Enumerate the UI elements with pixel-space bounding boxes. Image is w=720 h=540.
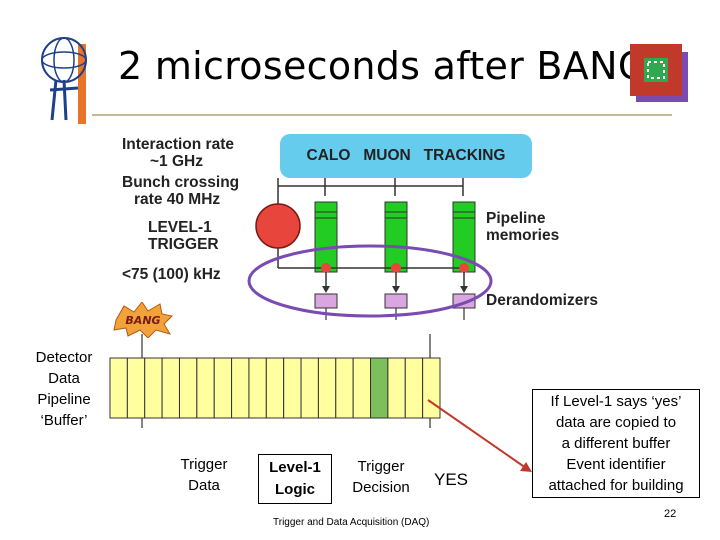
trigger-decision-label: Trigger Decision bbox=[352, 458, 410, 496]
buffer-cell bbox=[387, 357, 406, 419]
trigger-pipeline-diagram bbox=[255, 178, 476, 320]
buffer-cell bbox=[300, 357, 319, 419]
highlight-ellipse bbox=[247, 244, 493, 318]
buffer-cell bbox=[126, 357, 146, 419]
derandomizers-label: Derandomizers bbox=[486, 292, 598, 309]
level1-note-box: If Level-1 says ‘yes’ data are copied to… bbox=[532, 389, 700, 498]
bunch-crossing-label: Bunch crossing rate 40 MHz bbox=[122, 174, 240, 208]
buffer-cell bbox=[335, 357, 354, 419]
buffer-cell bbox=[265, 357, 285, 419]
yes-label: YES bbox=[434, 470, 469, 489]
slide-title: 2 microseconds after BANG bbox=[118, 44, 648, 88]
buffer-cell bbox=[248, 357, 267, 419]
trigger-node-1 bbox=[321, 263, 331, 273]
buffer-cell bbox=[144, 357, 163, 419]
buffer-cell-highlighted bbox=[370, 357, 389, 419]
buffer-cell bbox=[317, 357, 337, 419]
footer-text: Trigger and Data Acquisition (DAQ) bbox=[273, 517, 430, 528]
level1-logic-box: Level-1 Logic bbox=[258, 454, 332, 504]
trigger-node-3 bbox=[459, 263, 469, 273]
pipeline-memories-label: Pipeline memories bbox=[486, 210, 560, 244]
buffer-cell bbox=[178, 357, 198, 419]
trigger-node-2 bbox=[391, 263, 401, 273]
buffer-cell bbox=[231, 357, 250, 419]
buffer-cell bbox=[109, 357, 128, 419]
corner-logo bbox=[630, 44, 688, 102]
interaction-rate-label: Interaction rate ~1 GHz bbox=[122, 136, 234, 170]
atlas-logo bbox=[41, 37, 87, 124]
copy-arrow bbox=[427, 399, 532, 472]
trigger-rate-label: <75 (100) kHz bbox=[122, 266, 221, 283]
buffer-pipeline bbox=[109, 334, 441, 428]
detector-buffer-label: Detector Data Pipeline ‘Buffer’ bbox=[35, 349, 93, 429]
buffer-cell bbox=[283, 357, 302, 419]
level1-trigger-label: LEVEL-1 TRIGGER bbox=[148, 219, 219, 253]
bang-icon: BANG bbox=[113, 302, 174, 338]
title-rule bbox=[92, 114, 672, 116]
buffer-cell bbox=[352, 357, 372, 419]
buffer-cell bbox=[196, 357, 215, 419]
buffer-cell bbox=[422, 357, 441, 419]
page-number: 22 bbox=[664, 508, 677, 520]
buffer-cell bbox=[161, 357, 180, 419]
bang-sticker-text: BANG bbox=[125, 314, 160, 327]
trigger-data-label: Trigger Data bbox=[180, 456, 228, 494]
buffer-cell bbox=[213, 357, 233, 419]
subsystems-box: CALO MUON TRACKING bbox=[280, 134, 532, 178]
